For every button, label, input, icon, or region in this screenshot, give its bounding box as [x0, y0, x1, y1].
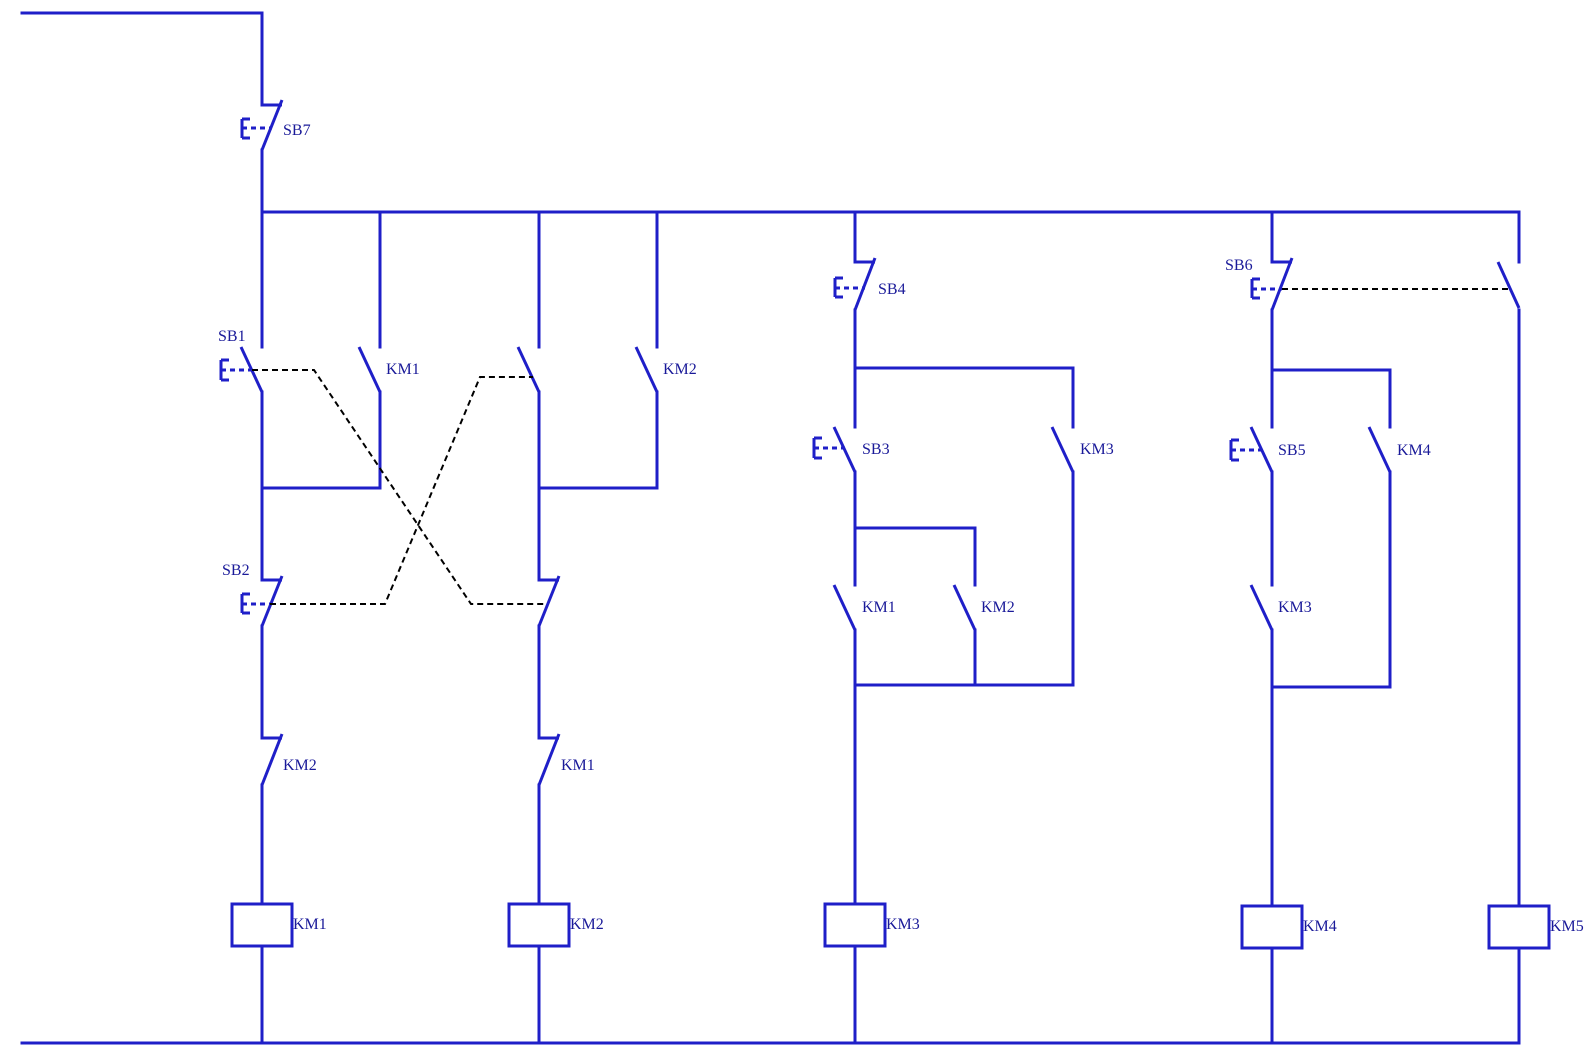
label-sb4: SB4: [878, 281, 906, 298]
label-km1-nc-branch2: KM1: [561, 757, 595, 774]
km1-nc-contact-branch2: [537, 733, 561, 786]
sb2-no-pole-branch2: [516, 346, 541, 393]
km1-no-contact-branch1: [357, 346, 382, 393]
mechanical-interlocks: [252, 288, 1509, 605]
coil-km1: [230, 902, 294, 948]
b4-km4-hold-loop-bottom: [1270, 470, 1392, 689]
label-coil-km3: KM3: [886, 916, 920, 933]
coil-km2: [507, 902, 571, 948]
km4-no-contact-branch4: [1367, 426, 1392, 473]
label-coil-km4: KM4: [1303, 918, 1337, 935]
sb1-nc-pole-branch2: [537, 575, 561, 627]
km2-no-contact-branch2: [634, 346, 659, 393]
sb5-button: [1229, 426, 1274, 473]
km3-no-contact-branch3: [1050, 426, 1075, 473]
supply-wire-top: [20, 11, 264, 107]
sb6-button: [1250, 257, 1294, 311]
sb1-button: [219, 346, 264, 393]
label-sb1: SB1: [218, 328, 246, 345]
label-sb5: SB5: [1278, 442, 1306, 459]
label-km1-branch1: KM1: [386, 361, 420, 378]
label-coil-km1: KM1: [293, 916, 327, 933]
coils: [230, 902, 1551, 950]
wires: [20, 11, 1521, 1045]
label-sb2: SB2: [222, 562, 250, 579]
label-km2-branch3: KM2: [981, 599, 1015, 616]
label-sb3: SB3: [862, 441, 890, 458]
sb6-no-pole-branch5: [1496, 261, 1521, 309]
label-km3-branch3: KM3: [1080, 441, 1114, 458]
sb2-button: [240, 575, 284, 627]
label-km1-branch3: KM1: [862, 599, 896, 616]
km2-nc-contact-branch1: [260, 733, 284, 786]
labels: SB7 SB1 KM1 KM2 SB2 KM2 KM1 SB4 SB3 KM3 …: [218, 122, 1584, 935]
label-km2-nc-branch1: KM2: [283, 757, 317, 774]
label-sb7: SB7: [283, 122, 311, 139]
b4-km4-hold-loop-top: [1270, 368, 1392, 429]
coil-km5: [1487, 904, 1551, 950]
label-km2-branch2: KM2: [663, 361, 697, 378]
coil-km4: [1240, 904, 1304, 950]
b3-km3-hold-loop-top: [853, 366, 1075, 429]
sb1-interlock-link: [252, 369, 545, 605]
sb3-button: [812, 426, 857, 473]
sb4-button: [833, 257, 877, 311]
km1-no-contact-branch3: [832, 584, 857, 631]
label-coil-km2: KM2: [570, 916, 604, 933]
label-coil-km5: KM5: [1550, 918, 1584, 935]
km2-no-contact-branch3: [952, 584, 977, 631]
km3-no-contact-branch4: [1249, 584, 1274, 631]
label-km3-branch4: KM3: [1278, 599, 1312, 616]
b3-km2-parallel-top: [853, 526, 977, 587]
sb7-stop-button: [240, 99, 284, 151]
b3-km3-hold-loop-bottom: [853, 470, 1075, 687]
sb2-interlock-link: [270, 376, 533, 605]
label-km4-branch4: KM4: [1397, 442, 1431, 459]
coil-km3: [823, 902, 887, 948]
contacts: [219, 99, 1521, 786]
label-sb6: SB6: [1225, 257, 1253, 274]
